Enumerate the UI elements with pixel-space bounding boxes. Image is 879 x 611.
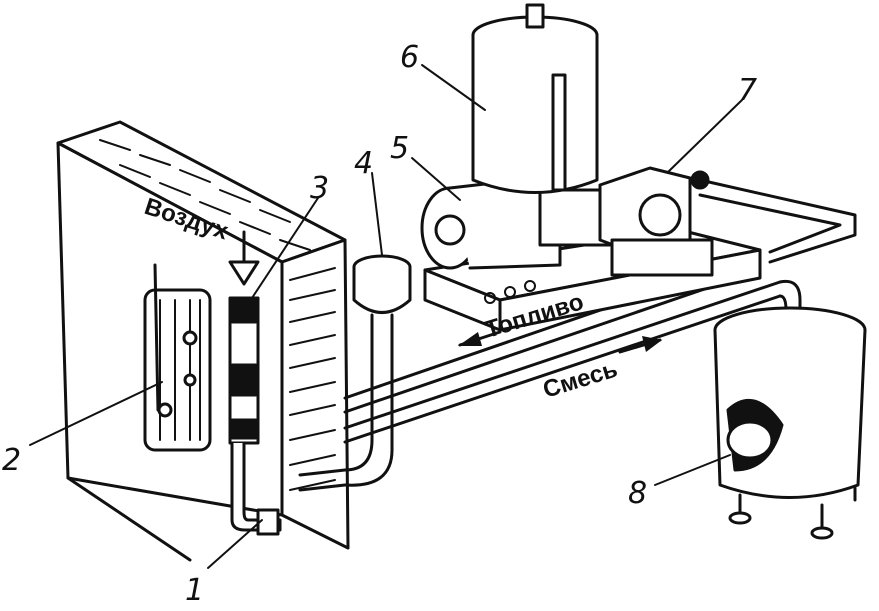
filter <box>343 254 412 487</box>
radiator <box>143 263 212 452</box>
callout-3: 3 <box>310 171 329 206</box>
callout-7: 7 <box>738 73 757 108</box>
callout-6: 6 <box>400 40 419 75</box>
pump <box>598 166 714 277</box>
tank <box>471 3 599 194</box>
vessel <box>713 306 867 540</box>
flow-arrows <box>458 330 662 354</box>
electric-motor <box>420 178 612 270</box>
callout-2: 2 <box>2 443 21 478</box>
callout-4: 4 <box>354 146 373 181</box>
callout-8: 8 <box>628 476 647 511</box>
mixer-assembly <box>228 230 282 536</box>
callout-1: 1 <box>185 573 204 608</box>
callout-5: 5 <box>390 131 409 166</box>
leader-lines <box>29 64 743 569</box>
